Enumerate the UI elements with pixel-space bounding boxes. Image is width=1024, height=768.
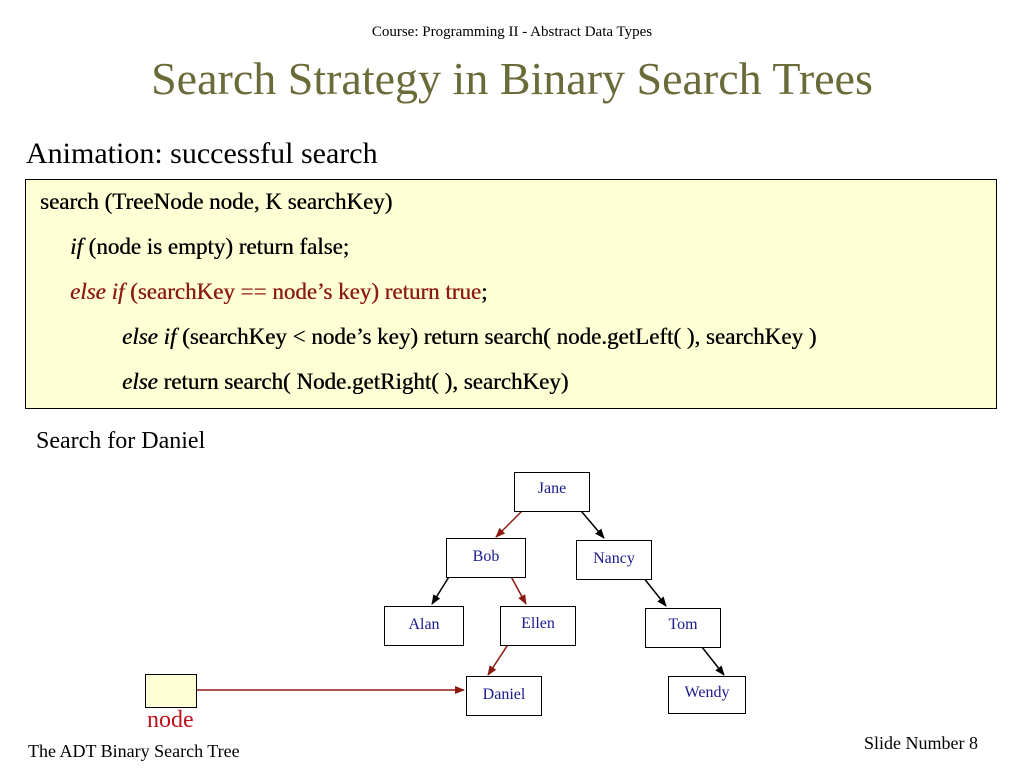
tree-node-label: Daniel (482, 686, 526, 703)
tree-node-ellen: Ellen (500, 606, 576, 646)
code-box: search (TreeNode node, K searchKey) if (… (25, 179, 997, 409)
code-line-5-keyword: else (122, 369, 158, 394)
tree-node-jane: Jane (514, 472, 590, 512)
tree-node-label: Nancy (593, 550, 635, 567)
code-line-3-keyword: else if (70, 279, 125, 304)
code-line-3-text: (searchKey == node’s key) return true (124, 279, 482, 304)
code-line-1-text: search (TreeNode node, K searchKey) (40, 189, 393, 214)
tree-node-label: Alan (408, 616, 440, 633)
code-line-4-text: (searchKey < node’s key) return search( … (176, 324, 817, 349)
node-pointer-box (145, 674, 197, 708)
code-line-1: search (TreeNode node, K searchKey) (40, 189, 392, 215)
tree-node-daniel: Daniel (466, 676, 542, 716)
slide-title: Search Strategy in Binary Search Trees (151, 53, 873, 104)
course-header: Course: Programming II - Abstract Data T… (371, 24, 653, 40)
code-line-4-keyword: else if (122, 324, 177, 349)
tree-node-wendy: Wendy (668, 676, 746, 714)
code-line-5-text: return search( Node.getRight( ), searchK… (157, 369, 569, 394)
node-pointer-label: node (147, 707, 194, 733)
code-line-3-end: ; (481, 279, 488, 304)
code-line-2-text: (node is empty) return false; (82, 234, 350, 259)
search-for-label: Search for Daniel (36, 428, 206, 454)
tree-node-tom: Tom (645, 608, 721, 648)
code-line-2: if (node is empty) return false; (70, 234, 349, 260)
tree-node-label: Bob (472, 548, 500, 565)
slide-number: Slide Number 8 (864, 733, 978, 753)
code-line-2-keyword: if (70, 234, 83, 259)
tree-node-nancy: Nancy (576, 540, 652, 580)
code-line-4: else if (searchKey < node’s key) return … (122, 324, 816, 350)
footer-title: The ADT Binary Search Tree (28, 741, 240, 761)
tree-node-label: Tom (668, 616, 698, 633)
tree-node-label: Wendy (684, 684, 730, 701)
code-line-3: else if (searchKey == node’s key) return… (70, 279, 487, 305)
tree-node-alan: Alan (384, 606, 464, 646)
tree-node-bob: Bob (446, 538, 526, 578)
slide-subtitle: Animation: successful search (26, 137, 378, 170)
tree-node-label: Ellen (521, 615, 555, 632)
tree-node-label: Jane (537, 480, 567, 497)
code-line-5: else return search( Node.getRight( ), se… (122, 369, 568, 395)
